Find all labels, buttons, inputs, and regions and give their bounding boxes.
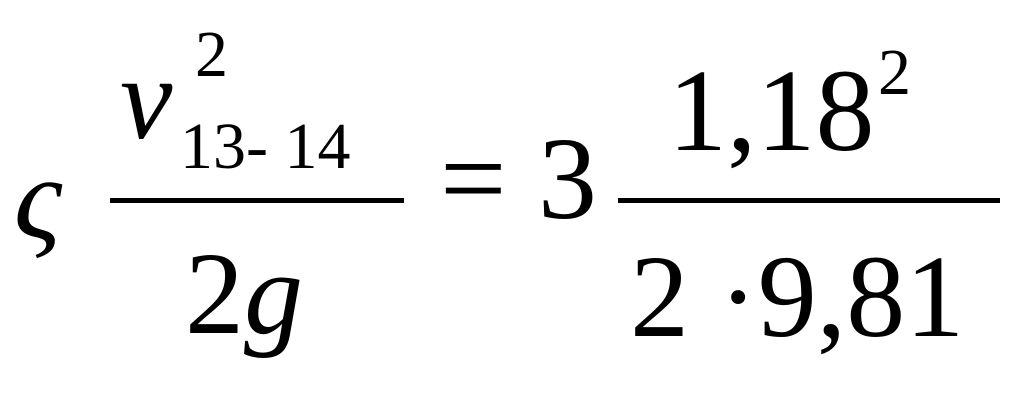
left-fraction-denominator: 2g: [185, 235, 303, 353]
right-numerator-exponent: 2: [878, 36, 911, 109]
left-fraction-bar: [110, 198, 404, 203]
denominator-text: 2g: [185, 228, 303, 359]
right-fraction-bar: [618, 198, 1000, 203]
equals-sign: =: [440, 113, 507, 244]
loss-coefficient-symbol: ς: [14, 133, 62, 264]
velocity-exponent: 2: [195, 18, 228, 91]
velocity-subscript: 13- 14: [180, 110, 351, 183]
gravity-variable: g: [244, 228, 303, 359]
right-fraction-denominator: 2 ·9,81: [630, 231, 965, 362]
right-fraction-numerator: 1,18: [668, 45, 875, 176]
velocity-variable: v: [120, 33, 173, 164]
coefficient-value: 3: [538, 113, 597, 244]
